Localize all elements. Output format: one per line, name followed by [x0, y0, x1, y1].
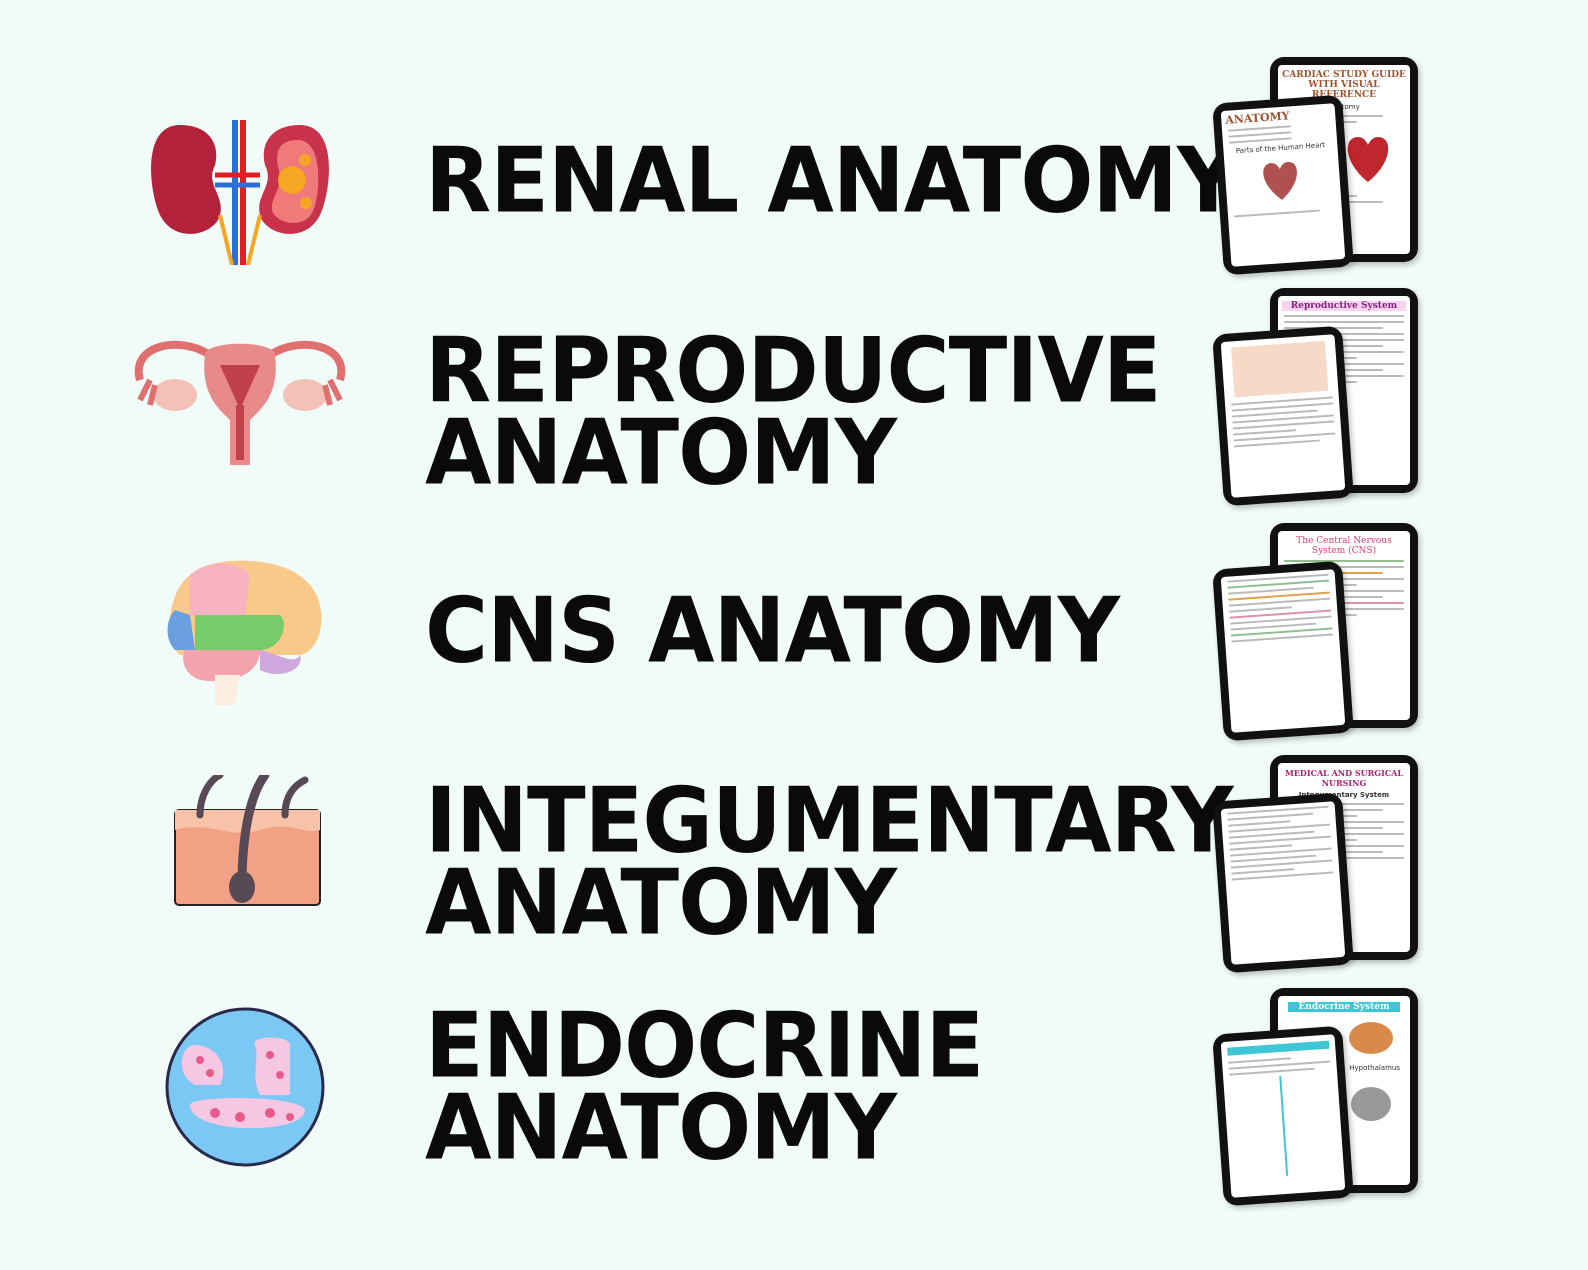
title-endocrine: ENDOCRINE ANATOMY [425, 993, 984, 1181]
skin-hair-icon [120, 775, 360, 915]
doc-title: Endocrine System [1288, 1002, 1400, 1012]
row-renal: RENAL ANATOMY CARDIAC STUDY GUIDE WITH V… [0, 57, 1588, 285]
preview-tablets-renal: CARDIAC STUDY GUIDE WITH VISUAL REFERENC… [1212, 57, 1448, 277]
title-integumentary: INTEGUMENTARY ANATOMY [425, 768, 1233, 956]
doc-subtitle: Integumentary System [1298, 791, 1390, 799]
doc-title: CARDIAC STUDY GUIDE WITH VISUAL REFERENC… [1282, 70, 1406, 100]
preview-tablets-cns: The Central Nervous System (CNS) [1212, 523, 1448, 743]
title-line-1: CNS ANATOMY [425, 578, 1120, 684]
pancreas-icon [120, 1005, 360, 1175]
kidney-icon [120, 105, 360, 265]
doc-subtitle: Anatomy [1328, 103, 1360, 111]
title-line-1: RENAL ANATOMY [425, 128, 1239, 234]
preview-tablets-endocrine: Endocrine System Hypothalamus [1212, 988, 1448, 1208]
heart-illustration [1347, 137, 1389, 182]
tablet-front [1212, 325, 1354, 507]
header-bar [1227, 1040, 1330, 1056]
preview-tablets-reproductive: Reproductive System [1212, 288, 1448, 508]
head-illustration [1351, 1087, 1391, 1121]
tablet-front [1212, 792, 1354, 974]
title-line-1: ENDOCRINE [425, 993, 984, 1099]
brain-icon [120, 555, 360, 705]
title-renal: RENAL ANATOMY [425, 128, 1239, 234]
row-integumentary: INTEGUMENTARY ANATOMY MEDICAL AND SURGIC… [0, 755, 1588, 974]
title-line-2: ANATOMY [425, 850, 897, 956]
divider [1279, 1076, 1289, 1176]
anatomy-illustration [1231, 340, 1329, 398]
title-line-2: ANATOMY [425, 400, 897, 506]
title-cns: CNS ANATOMY [425, 578, 1120, 684]
uterus-icon [120, 325, 360, 465]
title-line-2: ANATOMY [425, 1075, 897, 1181]
title-reproductive: REPRODUCTIVE ANATOMY [425, 318, 1162, 506]
row-cns: CNS ANATOMY The Central Nervous System (… [0, 523, 1588, 742]
row-endocrine: ENDOCRINE ANATOMY Endocrine System Hypot… [0, 988, 1588, 1210]
title-line-1: INTEGUMENTARY [425, 768, 1233, 874]
doc-title: ANATOMY [1224, 109, 1290, 127]
row-reproductive: REPRODUCTIVE ANATOMY Reproductive System [0, 288, 1588, 510]
tablet-front [1212, 1025, 1354, 1207]
brain-illustration [1349, 1022, 1393, 1054]
title-line-1: REPRODUCTIVE [425, 318, 1162, 424]
doc-subtitle: Hypothalamus [1349, 1064, 1400, 1072]
doc-title: MEDICAL AND SURGICAL NURSING [1284, 768, 1404, 788]
preview-tablets-integumentary: MEDICAL AND SURGICAL NURSING Integumenta… [1212, 755, 1448, 975]
doc-title: The Central Nervous System (CNS) [1296, 536, 1392, 556]
heart-illustration [1263, 161, 1297, 200]
doc-title: Reproductive System [1282, 301, 1406, 311]
tablet-front [1212, 560, 1354, 742]
tablet-front: ANATOMY Parts of the Human Heart [1212, 94, 1354, 276]
